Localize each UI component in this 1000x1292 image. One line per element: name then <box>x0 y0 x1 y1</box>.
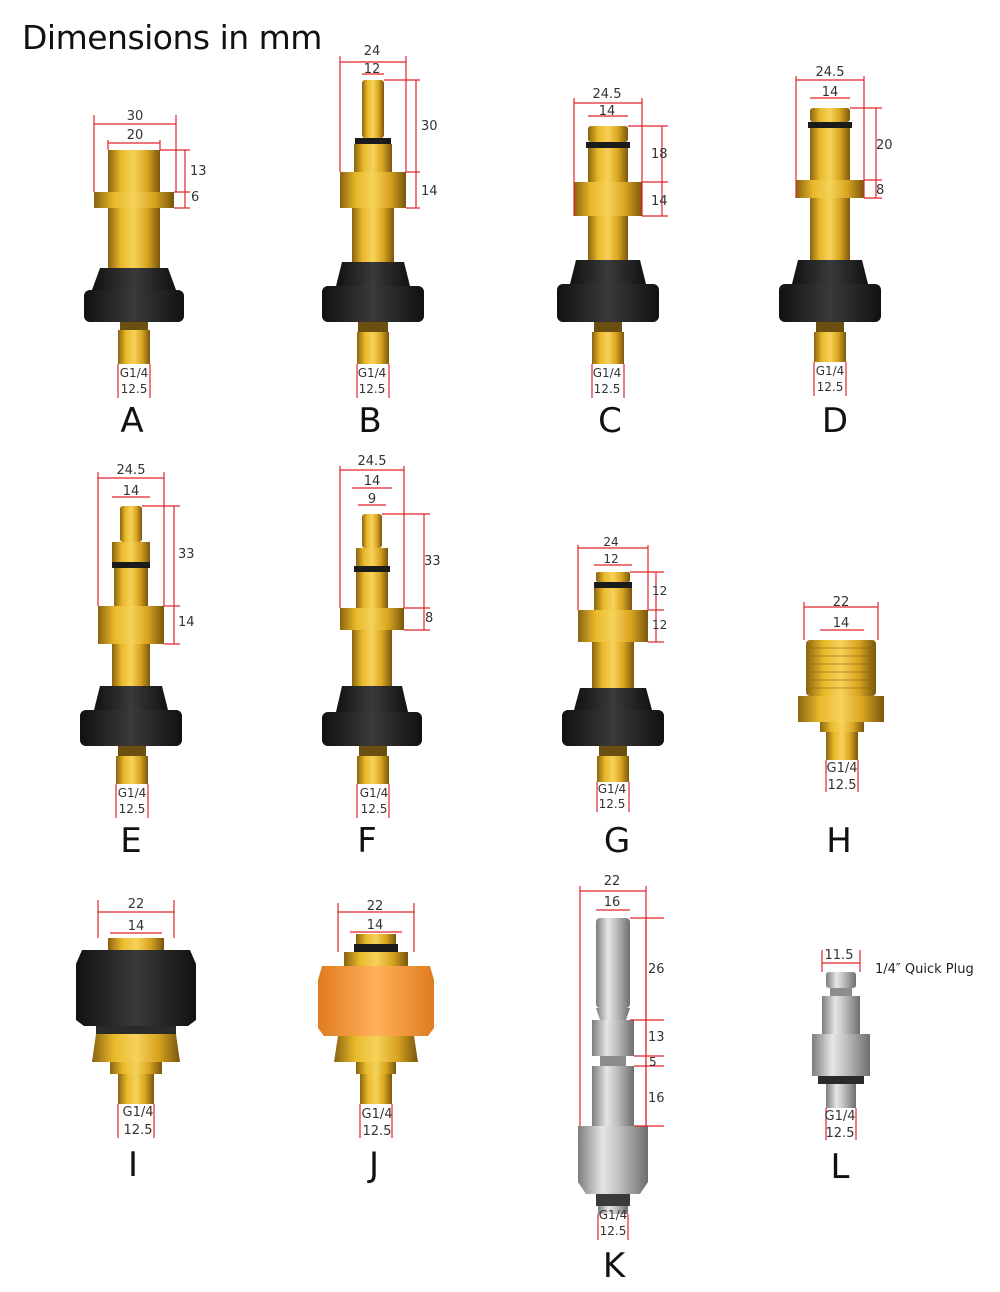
h-thread-dia: 12.5 <box>828 778 857 793</box>
a-thread: G1/4 <box>120 366 149 380</box>
d-side2: 8 <box>876 183 884 198</box>
e-thread: G1/4 <box>118 786 147 800</box>
g-side2: 12 <box>652 618 667 632</box>
b-thread-dia: 12.5 <box>359 382 386 396</box>
e-thread-dia: 12.5 <box>119 802 146 816</box>
l-note: 1/4″ Quick Plug <box>875 962 974 977</box>
d-label: D <box>822 401 848 441</box>
k-top-inner: 16 <box>604 895 621 910</box>
g-side1: 12 <box>652 584 667 598</box>
c-thread-dia: 12.5 <box>594 382 621 396</box>
a-top-inner: 20 <box>127 128 144 143</box>
adapter-g: 24 12 12 12 G1/4 12.5 G <box>562 535 667 861</box>
f-thread-dia: 12.5 <box>361 802 388 816</box>
l-label: L <box>831 1147 850 1187</box>
a-side1: 13 <box>190 164 207 179</box>
k-side1: 26 <box>648 962 665 977</box>
k-thread: G1/4 <box>599 1208 628 1222</box>
b-top-inner: 12 <box>364 62 381 77</box>
e-label: E <box>120 821 141 861</box>
adapter-a: 30 20 13 6 G1/4 12.5 A <box>84 109 207 441</box>
adapter-k: 22 16 26 13 5 16 G1/4 12.5 K <box>578 874 665 1286</box>
f-thread: G1/4 <box>360 786 389 800</box>
k-label: K <box>603 1246 627 1286</box>
j-top-outer: 22 <box>367 899 384 914</box>
f-top-third: 9 <box>368 492 376 507</box>
d-side1: 20 <box>876 138 893 153</box>
b-thread: G1/4 <box>358 366 387 380</box>
k-side3: 5 <box>649 1055 657 1069</box>
adapter-c: 24.5 14 18 14 G1/4 12.5 C <box>557 87 668 441</box>
g-thread: G1/4 <box>598 782 627 796</box>
adapter-j: 22 14 G1/4 12.5 J <box>318 899 434 1185</box>
adapter-d: 24.5 14 20 8 G1/4 12.5 D <box>779 65 893 441</box>
adapter-h: 22 14 G1/4 12.5 H <box>798 595 884 861</box>
l-top-outer: 11.5 <box>825 948 854 963</box>
j-top-inner: 14 <box>367 918 384 933</box>
e-top-inner: 14 <box>123 484 140 499</box>
adapter-b: 24 12 30 14 G1/4 12.5 B <box>322 44 438 441</box>
k-side2: 13 <box>648 1030 665 1045</box>
d-top-inner: 14 <box>822 85 839 100</box>
b-label: B <box>358 401 381 441</box>
g-label: G <box>604 821 630 861</box>
j-thread-dia: 12.5 <box>363 1124 392 1139</box>
f-side2: 8 <box>425 611 433 626</box>
j-label: J <box>367 1145 379 1185</box>
adapter-f: 24.5 14 9 33 8 G1/4 12.5 F <box>322 454 441 861</box>
adapter-i: 22 14 G1/4 12.5 I <box>76 897 196 1185</box>
k-thread-dia: 12.5 <box>600 1224 627 1238</box>
l-thread-dia: 12.5 <box>826 1126 855 1141</box>
f-side1: 33 <box>424 554 441 569</box>
f-label: F <box>357 821 377 861</box>
h-thread: G1/4 <box>827 761 858 776</box>
l-thread: G1/4 <box>825 1109 856 1124</box>
h-label: H <box>826 821 852 861</box>
k-top-outer: 22 <box>604 874 621 889</box>
g-thread-dia: 12.5 <box>599 797 626 811</box>
c-side2: 14 <box>651 194 668 209</box>
j-thread: G1/4 <box>362 1107 393 1122</box>
h-top-inner: 14 <box>833 616 850 631</box>
d-thread: G1/4 <box>816 364 845 378</box>
k-side4: 16 <box>648 1091 665 1106</box>
f-top-inner: 14 <box>364 474 381 489</box>
c-thread: G1/4 <box>593 366 622 380</box>
a-thread-dia: 12.5 <box>121 382 148 396</box>
a-label: A <box>120 401 143 441</box>
b-side1: 30 <box>421 119 438 134</box>
g-top-outer: 24 <box>603 535 618 549</box>
f-top-outer: 24.5 <box>358 454 387 469</box>
page-title: Dimensions in mm <box>22 18 322 57</box>
e-side2: 14 <box>178 615 195 630</box>
d-thread-dia: 12.5 <box>817 380 844 394</box>
c-top-inner: 14 <box>599 104 616 119</box>
a-side2: 6 <box>191 190 199 205</box>
a-top-outer: 30 <box>127 109 144 124</box>
c-label: C <box>598 401 622 441</box>
i-label: I <box>128 1145 138 1185</box>
i-thread: G1/4 <box>123 1105 154 1120</box>
b-side2: 14 <box>421 184 438 199</box>
adapter-e: 24.5 14 33 14 G1/4 12.5 E <box>80 463 195 861</box>
c-side1: 18 <box>651 147 668 162</box>
e-top-outer: 24.5 <box>117 463 146 478</box>
i-top-inner: 14 <box>128 919 145 934</box>
b-top-outer: 24 <box>364 44 381 59</box>
h-top-outer: 22 <box>833 595 850 610</box>
d-top-outer: 24.5 <box>816 65 845 80</box>
c-top-outer: 24.5 <box>593 87 622 102</box>
g-top-inner: 12 <box>603 552 618 566</box>
e-side1: 33 <box>178 547 195 562</box>
i-thread-dia: 12.5 <box>124 1123 153 1138</box>
i-top-outer: 22 <box>128 897 145 912</box>
adapter-l: 11.5 1/4″ Quick Plug G1/4 12.5 L <box>812 948 974 1187</box>
